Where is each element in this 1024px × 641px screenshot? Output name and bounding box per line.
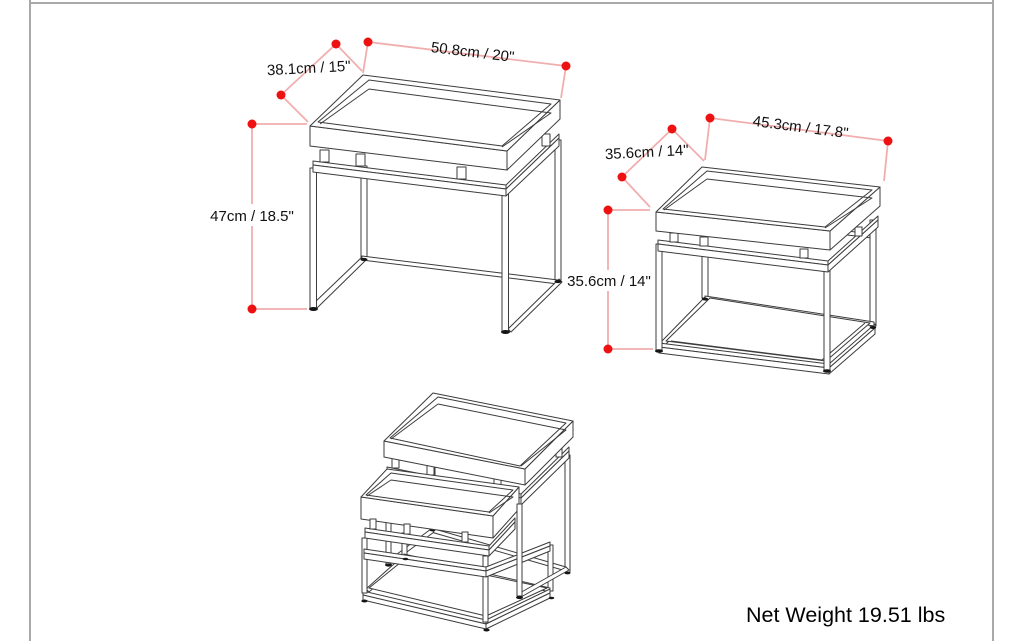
leg-foot: [823, 369, 831, 373]
shelf-surface: [665, 297, 871, 362]
left-stretcher: [312, 257, 366, 309]
back-right-leg: [554, 139, 562, 281]
small-depth-label: 35.6cm / 14": [605, 142, 689, 163]
page-border-left: [29, 0, 31, 641]
tray-spacer: [541, 133, 551, 147]
leg-foot: [564, 571, 571, 575]
small-table-height-dimension: 35.6cm / 14": [567, 205, 653, 354]
leg-foot: [402, 557, 409, 561]
dimension-dot: [276, 90, 286, 100]
leg-foot: [548, 596, 555, 600]
page-border-right: [992, 0, 994, 641]
back-left-leg: [360, 165, 368, 259]
nested-tray-floor: [366, 479, 514, 514]
back-right-leg: [869, 219, 877, 327]
leg-foot: [309, 307, 318, 311]
leg-foot: [701, 297, 709, 301]
leg-foot: [501, 330, 510, 334]
small-width-label: 45.3cm / 17.8": [752, 113, 850, 142]
nested-tray-inner-rim: [365, 472, 514, 513]
large-depth-label: 38.1cm / 15": [267, 58, 351, 79]
tray-spacer: [403, 523, 411, 535]
large-height-label: 47cm / 18.5": [210, 208, 294, 225]
large-table-depth-dimension: 38.1cm / 15": [267, 39, 363, 123]
nested-tables-drawing: [360, 392, 574, 632]
nested-front-left-leg: [361, 537, 368, 594]
apron-right-rail: [505, 137, 560, 197]
leg-foot: [554, 279, 562, 284]
big-front-right-leg: [516, 503, 523, 597]
net-weight-label: Net Weight 19.51 lbs: [746, 603, 946, 627]
leg-foot: [361, 599, 368, 603]
large-width-label: 50.8cm / 20": [430, 39, 515, 66]
dimension-dot: [363, 37, 373, 47]
tray-inner-rim: [662, 170, 873, 228]
dimension-dot: [247, 304, 257, 314]
back-stretcher: [361, 255, 559, 285]
tray-spacer: [699, 236, 709, 247]
small-table-depth-dimension: 35.6cm / 14": [605, 124, 705, 208]
nested-front-right-leg: [482, 555, 489, 623]
tray-spacer: [669, 232, 679, 243]
front-left-leg: [309, 167, 317, 309]
tray-spacer: [799, 248, 809, 259]
leg-foot: [655, 349, 663, 353]
big-tray-floor: [390, 403, 567, 467]
leg-foot: [516, 595, 523, 600]
dimension-dot: [331, 39, 341, 49]
large-table-height-dimension: 47cm / 18.5": [210, 119, 307, 314]
tray-spacer: [854, 226, 863, 237]
tray-floor: [319, 88, 552, 148]
dimension-dot: [603, 205, 613, 215]
tray-spacer: [319, 149, 330, 163]
front-right-leg: [823, 265, 831, 371]
dimension-dot: [617, 172, 627, 182]
nested-shelf-surface: [368, 557, 548, 617]
dimension-dot: [603, 344, 613, 354]
dimension-dot: [883, 136, 893, 146]
right-stretcher: [507, 278, 563, 333]
small-height-label: 35.6cm / 14": [567, 273, 651, 290]
tray-spacer: [456, 166, 467, 180]
front-right-leg: [501, 192, 509, 332]
leg-foot: [869, 326, 877, 329]
dimension-dot: [561, 61, 571, 71]
page-border-top: [29, 2, 994, 4]
leg-foot: [483, 628, 490, 632]
big-apron-right-rail: [520, 450, 570, 506]
big-tray-inner-rim: [389, 396, 567, 467]
leg-foot: [385, 563, 392, 567]
tray-spacer: [369, 518, 377, 530]
nested-apron-right-rail: [488, 521, 516, 557]
tray-spacer: [355, 153, 366, 167]
front-left-leg: [655, 243, 663, 351]
tray-spacer: [461, 531, 469, 543]
large-table-drawing: [309, 74, 563, 334]
dimension-dot: [247, 119, 257, 129]
dimension-dot: [667, 124, 677, 134]
tray-inner-rim: [317, 79, 552, 147]
apron-front-rail: [312, 164, 507, 197]
dimension-dot: [705, 113, 715, 123]
small-table-drawing: [655, 166, 881, 375]
leg-foot: [360, 257, 368, 262]
shelf-inner-edge: [670, 322, 866, 361]
big-back-right-leg: [564, 454, 571, 573]
tray-floor: [663, 178, 873, 229]
